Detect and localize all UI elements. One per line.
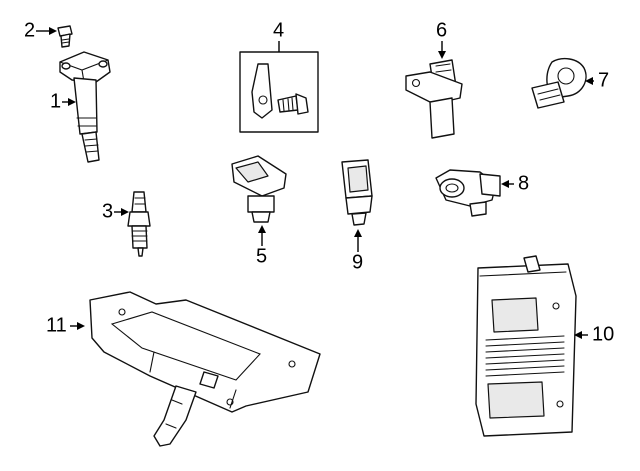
callout-label-9: 9 <box>352 251 363 273</box>
callout-label-4: 4 <box>273 19 284 41</box>
callout-1: 1 <box>50 90 76 112</box>
part-6-sensor[interactable] <box>405 59 463 139</box>
callout-2: 2 <box>24 19 57 41</box>
part-8-sensor[interactable] <box>435 169 501 217</box>
part-3-spark-plug[interactable] <box>127 191 151 257</box>
callout-6: 6 <box>436 19 447 59</box>
callout-label-6: 6 <box>436 19 447 41</box>
callout-11: 11 <box>46 314 85 336</box>
callout-10: 10 <box>574 323 614 345</box>
part-11-bracket[interactable] <box>89 291 321 447</box>
part-5-position-sensor[interactable] <box>231 155 287 223</box>
part-2-screw[interactable] <box>57 25 73 48</box>
callout-7: 7 <box>585 69 609 91</box>
part-10-control-module[interactable] <box>475 255 577 437</box>
callout-label-8: 8 <box>518 172 529 194</box>
callout-label-3: 3 <box>102 200 113 222</box>
part-9-temperature-sensor[interactable] <box>341 159 373 226</box>
part-7-knock-sensor[interactable] <box>531 57 587 109</box>
callout-9: 9 <box>352 229 363 273</box>
callout-4: 4 <box>273 19 284 52</box>
callout-label-11: 11 <box>46 314 67 336</box>
callout-8: 8 <box>501 172 529 194</box>
callout-label-1: 1 <box>50 90 61 112</box>
callout-label-2: 2 <box>24 19 35 41</box>
callout-3: 3 <box>102 200 129 222</box>
callout-label-10: 10 <box>592 323 614 345</box>
callout-label-7: 7 <box>598 69 609 91</box>
part-4-bracket-and-bolt[interactable] <box>239 51 319 133</box>
callout-label-5: 5 <box>256 245 267 267</box>
part-1-ignition-coil[interactable] <box>59 51 111 163</box>
callout-5: 5 <box>256 225 267 267</box>
